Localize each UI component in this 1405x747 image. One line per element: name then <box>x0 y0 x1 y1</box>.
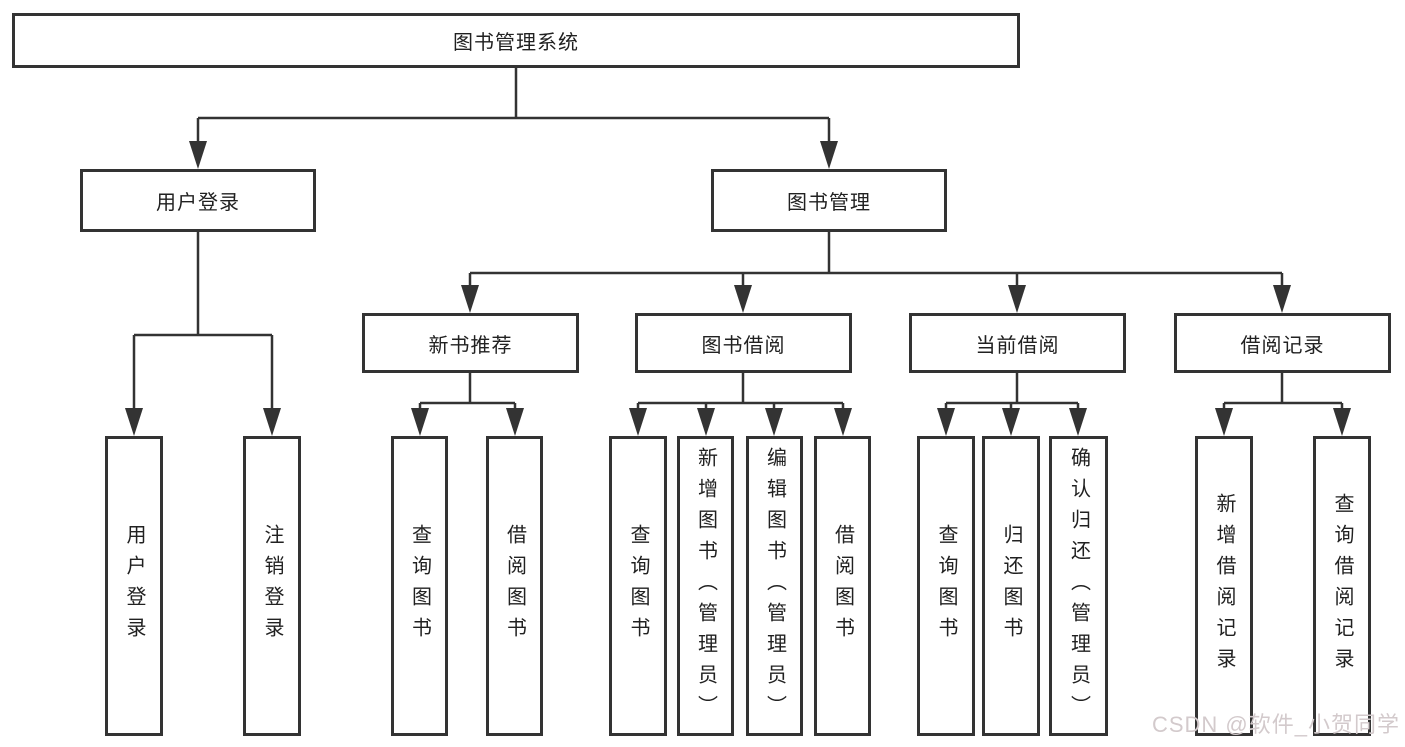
leaf-query-book-recommend-label: 查询图书 <box>408 524 431 648</box>
connector-new-book-recommend-to-leaves <box>411 373 524 436</box>
node-current-borrowing: 当前借阅 <box>909 313 1126 373</box>
arrow-down-icon <box>937 408 955 436</box>
leaf-query-book-current-label: 查询图书 <box>935 524 957 648</box>
arrow-down-icon <box>1069 408 1087 436</box>
node-new-book-recommend: 新书推荐 <box>362 313 579 373</box>
leaf-query-book-borrowing: 查询图书 <box>609 436 667 736</box>
arrow-down-icon <box>697 408 715 436</box>
node-user-login-branch-label: 用户登录 <box>156 192 240 214</box>
node-new-book-recommend-label: 新书推荐 <box>428 334 513 357</box>
leaf-logout: 注销登录 <box>243 436 301 736</box>
arrow-down-icon <box>506 408 524 436</box>
leaf-borrow-book-borrowing-label: 借阅图书 <box>831 524 854 648</box>
arrow-down-icon <box>1008 285 1026 313</box>
leaf-logout-label: 注销登录 <box>261 524 283 648</box>
leaf-borrow-book-recommend: 借阅图书 <box>486 436 543 736</box>
leaf-query-book-borrowing-label: 查询图书 <box>627 524 649 648</box>
node-book-borrowing-label: 图书借阅 <box>701 334 786 357</box>
connector-user-login-to-leaves <box>125 232 281 436</box>
leaf-add-borrow-record-label: 新增借阅记录 <box>1213 493 1235 679</box>
leaf-query-borrow-record: 查询借阅记录 <box>1313 436 1371 736</box>
arrow-down-icon <box>1333 408 1351 436</box>
leaf-return-book: 归还图书 <box>982 436 1040 736</box>
csdn-watermark: CSDN @软件_小贺同学 <box>1151 712 1400 737</box>
arrow-down-icon <box>629 408 647 436</box>
node-borrowing-records-label: 借阅记录 <box>1240 334 1325 357</box>
node-library-management-system-label: 图书管理系统 <box>453 32 579 54</box>
leaf-user-login-label: 用户登录 <box>123 524 145 648</box>
leaf-query-borrow-record-label: 查询借阅记录 <box>1331 493 1353 679</box>
leaf-borrow-book-recommend-label: 借阅图书 <box>503 524 526 648</box>
node-user-login-branch: 用户登录 <box>80 169 316 232</box>
arrow-down-icon <box>1215 408 1233 436</box>
arrow-down-icon <box>1002 408 1020 436</box>
leaf-borrow-book-borrowing: 借阅图书 <box>814 436 871 736</box>
leaf-add-borrow-record: 新增借阅记录 <box>1195 436 1253 736</box>
arrow-down-icon <box>765 408 783 436</box>
connector-book-management-to-sections <box>461 232 1291 313</box>
connector-current-borrowing-to-leaves <box>937 373 1087 436</box>
arrow-down-icon <box>734 285 752 313</box>
connector-borrowing-records-to-leaves <box>1215 373 1351 436</box>
arrow-down-icon <box>263 408 281 436</box>
node-book-management: 图书管理 <box>711 169 947 232</box>
leaf-query-book-current: 查询图书 <box>917 436 975 736</box>
leaf-confirm-return-admin: 确认归还（管理员） <box>1049 436 1108 736</box>
connector-root-to-branches <box>189 68 838 169</box>
leaf-add-book-admin-label: 新增图书（管理员） <box>694 446 717 726</box>
arrow-down-icon <box>820 141 838 169</box>
node-current-borrowing-label: 当前借阅 <box>975 334 1060 357</box>
arrow-down-icon <box>834 408 852 436</box>
arrow-down-icon <box>125 408 143 436</box>
arrow-down-icon <box>461 285 479 313</box>
arrow-down-icon <box>189 141 207 169</box>
node-borrowing-records: 借阅记录 <box>1174 313 1391 373</box>
leaf-user-login: 用户登录 <box>105 436 163 736</box>
node-library-management-system: 图书管理系统 <box>12 13 1020 68</box>
leaf-confirm-return-admin-label: 确认归还（管理员） <box>1067 446 1090 726</box>
leaf-query-book-recommend: 查询图书 <box>391 436 448 736</box>
leaf-add-book-admin: 新增图书（管理员） <box>677 436 734 736</box>
leaf-edit-book-admin-label: 编辑图书（管理员） <box>763 446 786 726</box>
arrow-down-icon <box>1273 285 1291 313</box>
node-book-borrowing: 图书借阅 <box>635 313 852 373</box>
node-book-management-label: 图书管理 <box>787 192 871 214</box>
connector-book-borrowing-to-leaves <box>629 373 852 436</box>
arrow-down-icon <box>411 408 429 436</box>
leaf-edit-book-admin: 编辑图书（管理员） <box>746 436 803 736</box>
leaf-return-book-label: 归还图书 <box>1000 524 1022 648</box>
